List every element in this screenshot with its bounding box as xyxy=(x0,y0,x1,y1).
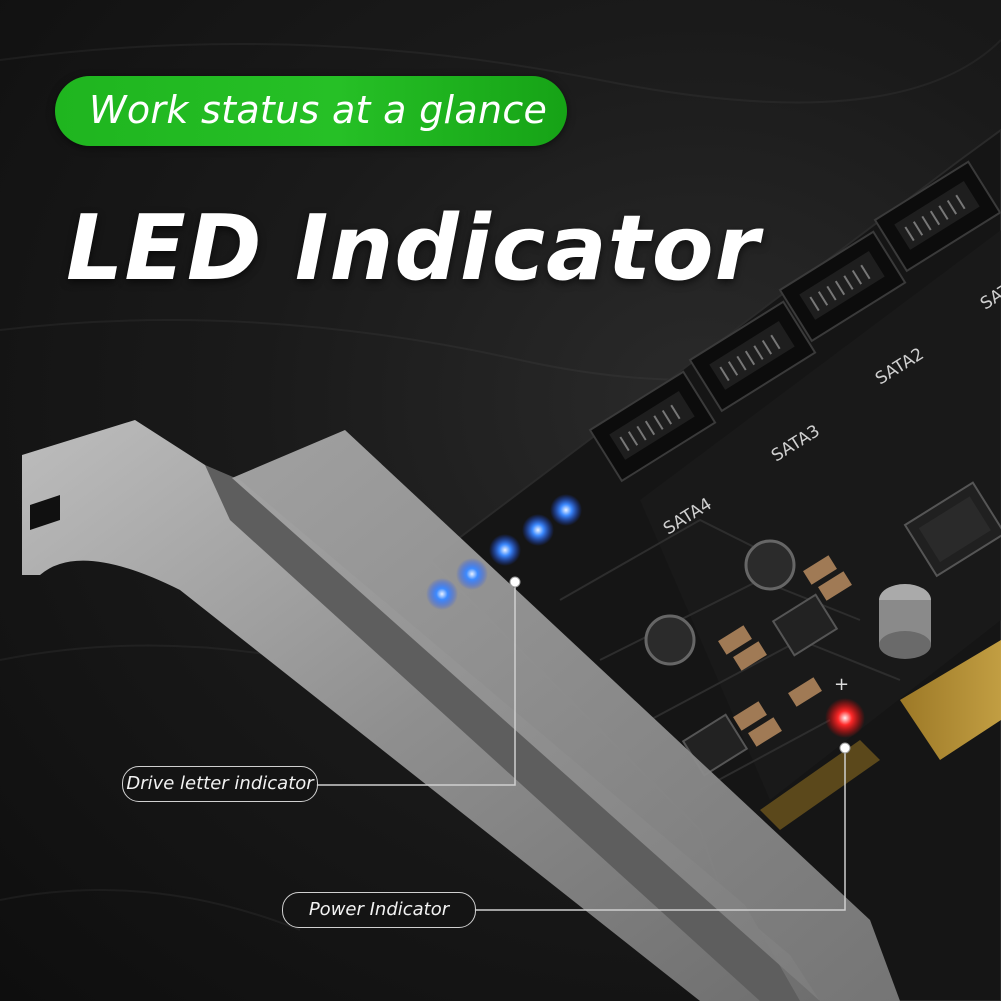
drive-leds xyxy=(426,494,582,610)
power-callout-dot xyxy=(839,742,851,754)
banner-pill: Work status at a glance xyxy=(55,76,567,146)
components: + xyxy=(644,481,1001,777)
sata-ports xyxy=(588,160,1001,483)
drive-callout-dot xyxy=(509,576,521,588)
drive-letter-indicator-label: Drive letter indicator xyxy=(122,766,318,802)
headline: LED Indicator xyxy=(66,196,761,301)
svg-text:+: + xyxy=(834,674,849,695)
power-indicator-label: Power Indicator xyxy=(282,892,476,928)
power-led xyxy=(825,698,865,738)
pcb-board xyxy=(428,128,1001,1001)
metal-bracket xyxy=(22,420,900,1001)
banner-text: Work status at a glance xyxy=(89,88,548,132)
